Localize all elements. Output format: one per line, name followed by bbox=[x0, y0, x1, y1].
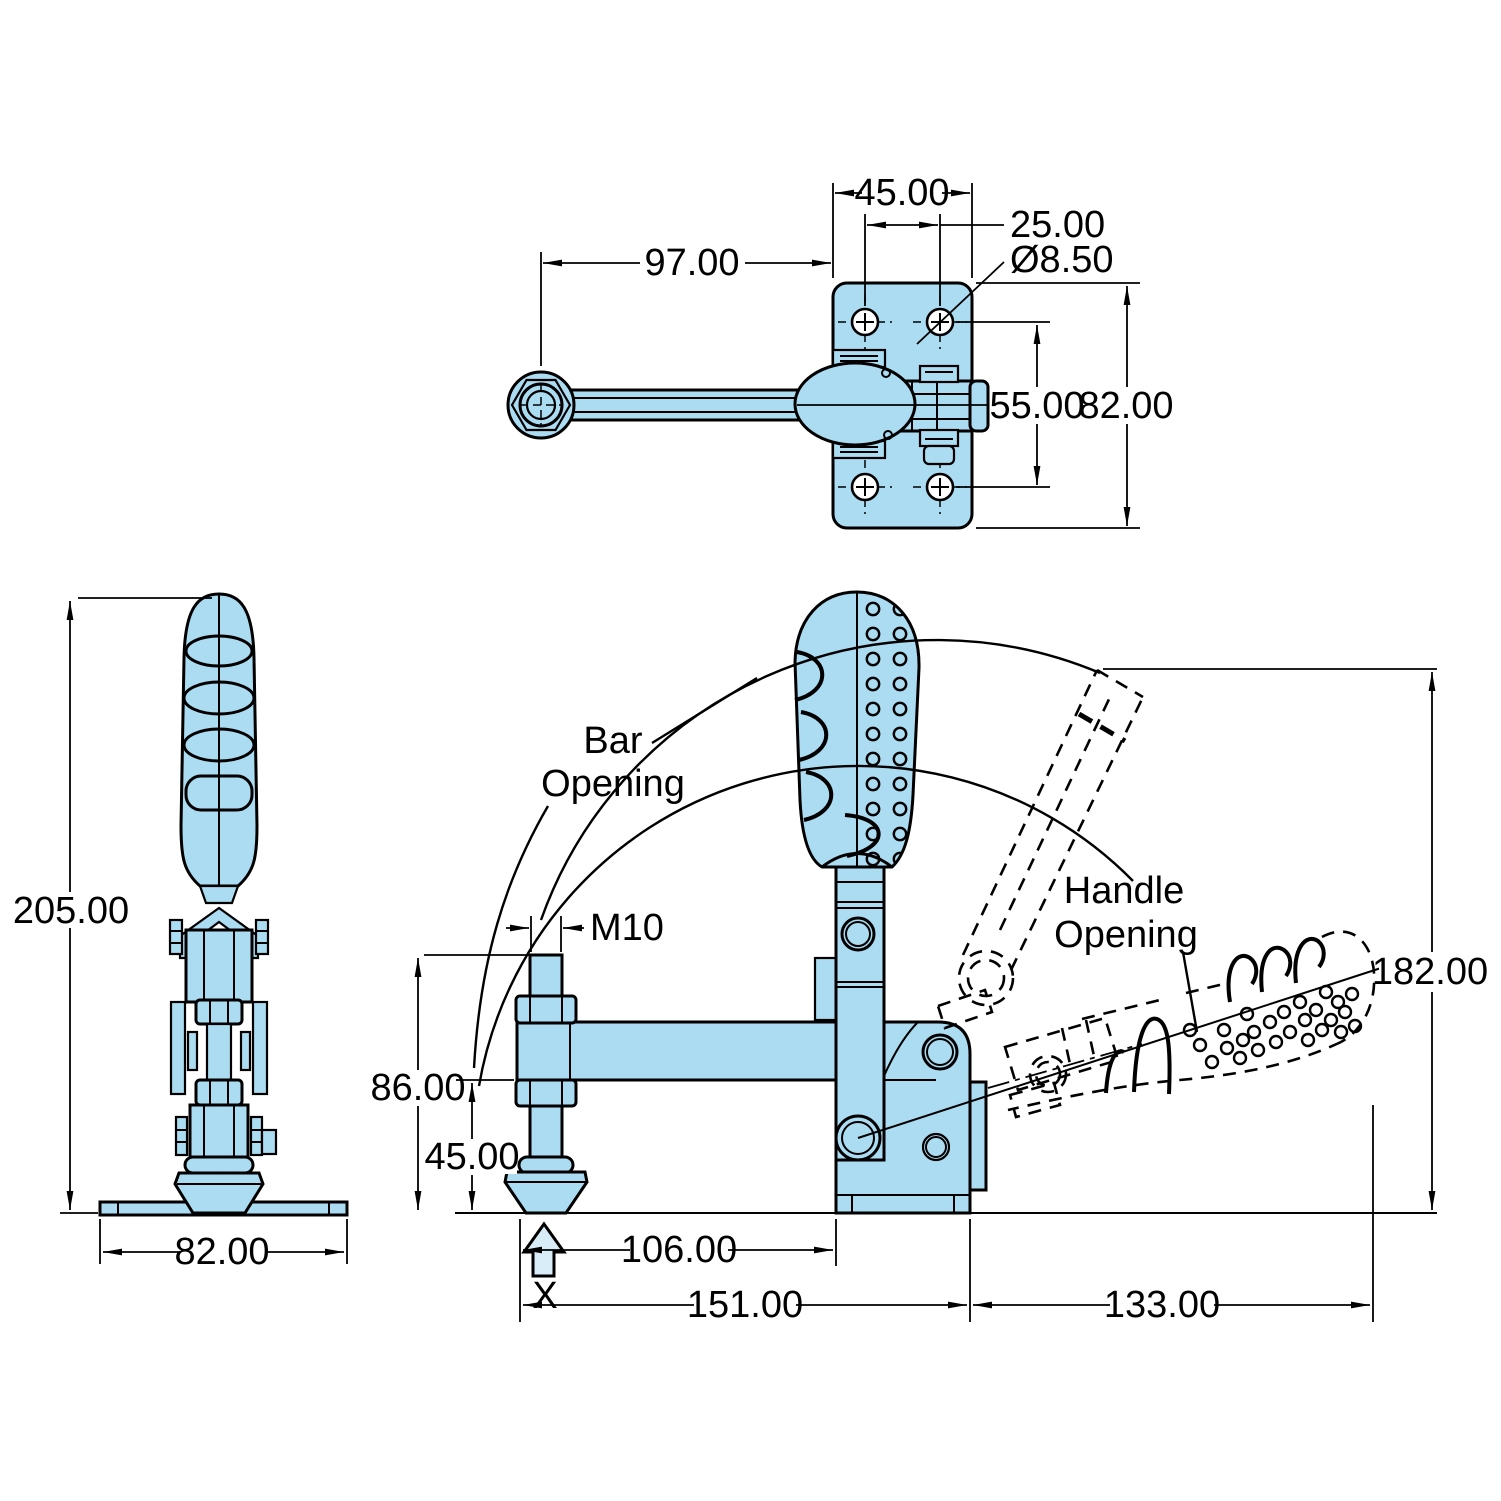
side-handle-grip bbox=[179, 592, 259, 888]
label-bar-opening-2: Opening bbox=[541, 763, 685, 805]
top-mechanism bbox=[793, 348, 990, 466]
dim-plate-height: 82.00 bbox=[1078, 385, 1173, 427]
top-bar-end bbox=[968, 379, 990, 433]
side-body bbox=[168, 884, 278, 1163]
open-grip-dots bbox=[1182, 984, 1363, 1070]
open-height-diagonal bbox=[857, 967, 1382, 1139]
dim-bar-length: 106.00 bbox=[621, 1229, 737, 1271]
top-handle-shaft bbox=[563, 388, 803, 422]
side-view-dimensions: 205.00 82.00 bbox=[13, 597, 348, 1273]
motion-arcs bbox=[472, 638, 1382, 1139]
dim-hole-dia: Ø8.50 bbox=[1010, 239, 1114, 281]
dim-overall-height: 205.00 bbox=[13, 890, 129, 932]
top-handle-grip-section bbox=[793, 361, 917, 447]
dim-hole-pitch: 25.00 bbox=[1010, 204, 1105, 246]
dim-base-width: 82.00 bbox=[174, 1231, 269, 1273]
side-view: 205.00 82.00 bbox=[13, 592, 349, 1273]
front-view: Bar Opening Handle Opening X M10 86.00 4… bbox=[370, 590, 1488, 1326]
top-knob bbox=[506, 370, 576, 440]
front-bar-bracket bbox=[813, 956, 838, 1022]
dim-open-reach: 133.00 bbox=[1104, 1284, 1220, 1326]
label-handle-opening-1: Handle bbox=[1064, 870, 1184, 912]
dim-plate-width: 45.00 bbox=[854, 172, 949, 214]
front-bar-pivot bbox=[921, 1033, 959, 1071]
label-bar-opening-1: Bar bbox=[583, 720, 642, 762]
dim-open-height: 182.00 bbox=[1372, 951, 1488, 993]
handle-opening-arc bbox=[477, 764, 1134, 1087]
front-view-dimensions: M10 86.00 45.00 106.00 151.00 133.00 bbox=[370, 668, 1488, 1326]
bar-opening-leader-curve bbox=[472, 805, 550, 1069]
bar-opening-arc bbox=[539, 638, 1101, 921]
side-foot-pad bbox=[173, 1155, 265, 1215]
dim-thread: M10 bbox=[590, 907, 664, 949]
open-bar-dashed bbox=[936, 668, 1145, 1030]
dim-stroke-x: X bbox=[532, 1275, 557, 1317]
front-clamp-bar bbox=[515, 1020, 862, 1082]
top-view-dimensions: 45.00 25.00 Ø8.50 97.00 55.00 82.00 bbox=[540, 172, 1174, 529]
open-handle-dashed bbox=[1007, 930, 1376, 1112]
handle-opening-leader bbox=[1181, 951, 1199, 1033]
open-linkage-dashed bbox=[987, 1016, 1143, 1119]
bar-opening-leader bbox=[651, 676, 758, 745]
dim-overall-length: 151.00 bbox=[687, 1284, 803, 1326]
dim-spindle-height: 86.00 bbox=[370, 1067, 465, 1109]
dim-hole-row-pitch: 55.00 bbox=[989, 385, 1084, 427]
top-view: 45.00 25.00 Ø8.50 97.00 55.00 82.00 bbox=[506, 172, 1174, 530]
dim-knob-to-plate: 97.00 bbox=[644, 242, 739, 284]
label-handle-opening-2: Opening bbox=[1054, 914, 1198, 956]
dim-bar-clearance: 45.00 bbox=[424, 1136, 519, 1178]
top-mounting-holes bbox=[838, 295, 967, 514]
